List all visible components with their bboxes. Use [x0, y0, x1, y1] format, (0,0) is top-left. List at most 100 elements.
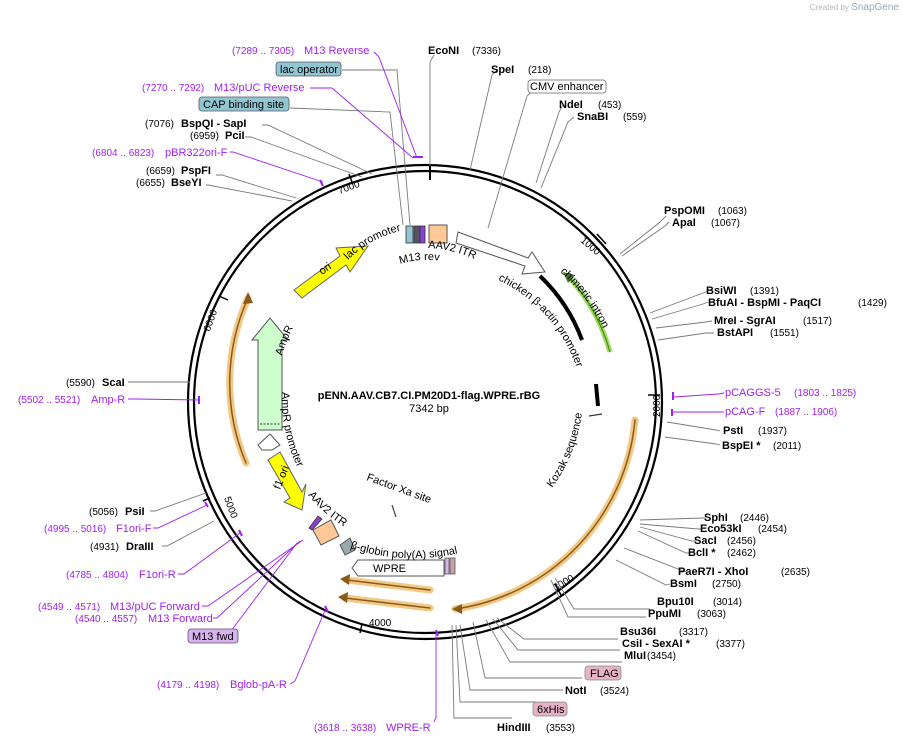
svg-text:pCAGGS-5: pCAGGS-5 [725, 387, 781, 399]
cmv-enhancer-label: CMV enhancer [530, 81, 604, 93]
site-snabi: SnaBI(559) [577, 111, 646, 123]
primer-bands [226, 294, 639, 613]
cap-binding-site-box [198, 96, 290, 112]
svg-text:(4179 .. 4198): (4179 .. 4198) [157, 680, 219, 691]
lac-promoter-label: lac promoter [342, 222, 402, 262]
svg-text:PaeR7I - XhoI: PaeR7I - XhoI [678, 566, 748, 578]
wpre-feature[interactable] [351, 559, 445, 577]
svg-text:(5590): (5590) [66, 378, 95, 389]
primer-m13puc-reverse: (7270 .. 7292)M13/pUC Reverse [142, 82, 304, 94]
svg-text:Bpu10I: Bpu10I [657, 596, 694, 608]
svg-text:PspFI: PspFI [181, 165, 211, 177]
site-pspomi: PspOMI(1063) [664, 205, 747, 217]
site-scai: (5590) ScaI [66, 377, 125, 389]
svg-text:M13/pUC Forward: M13/pUC Forward [110, 601, 200, 613]
cap-binding-site-label: CAP binding site [203, 99, 284, 111]
svg-text:DraIII: DraIII [126, 541, 154, 553]
factor-xa-label: Factor Xa site [365, 472, 433, 506]
site-noti: NotI(3524) [565, 685, 629, 697]
svg-text:MluI: MluI [624, 650, 646, 662]
site-mlui: MluI(3454) [624, 650, 676, 662]
svg-text:(7336): (7336) [472, 46, 501, 57]
svg-text:(1429): (1429) [858, 298, 887, 309]
svg-text:(1391): (1391) [750, 286, 779, 297]
svg-text:(2635): (2635) [781, 567, 810, 578]
site-bsu36i: Bsu36I(3317) [620, 626, 708, 638]
svg-text:(6655): (6655) [136, 178, 165, 189]
site-psti: PstI(1937) [723, 425, 787, 437]
flag-label: FLAG [590, 668, 619, 680]
ampr-feature[interactable] [250, 317, 290, 431]
primer-pcagf: pCAG-F(1887 .. 1906) [725, 406, 837, 418]
svg-text:BclI *: BclI * [688, 547, 716, 559]
svg-text:(2454): (2454) [758, 524, 787, 535]
6xhis-box [532, 701, 568, 717]
svg-text:(2462): (2462) [727, 548, 756, 559]
svg-text:NotI: NotI [565, 685, 586, 697]
cba-promoter-feature[interactable] [455, 231, 546, 275]
svg-text:(6959): (6959) [190, 131, 219, 142]
primer-m13-forward: (4540 .. 4557)M13 Forward [75, 613, 213, 625]
site-draiii: (4931) DraIII [90, 541, 154, 553]
primer-f1ori-f: (4995 .. 5016)F1ori-F [44, 523, 152, 535]
svg-text:ScaI: ScaI [102, 377, 125, 389]
kozak-label: Kozak sequence [545, 412, 585, 490]
site-bpu10i: Bpu10I (3014) [657, 596, 742, 608]
backbone-outer-ring [186, 163, 664, 641]
primer-pcaggs5: pCAGGS-5(1803 .. 1825) [725, 387, 856, 399]
svg-text:(7076): (7076) [145, 119, 174, 130]
svg-text:(3618 .. 3638): (3618 .. 3638) [314, 723, 376, 734]
ori-feature[interactable] [293, 245, 369, 299]
svg-text:EcoNI: EcoNI [428, 45, 459, 57]
svg-text:PstI: PstI [723, 425, 743, 437]
ampr-promoter-feature[interactable] [257, 433, 281, 451]
svg-text:(1063): (1063) [718, 206, 747, 217]
svg-text:(3014): (3014) [713, 597, 742, 608]
primer-pbr322ori-f: (6804 .. 6823)pBR322ori-F [92, 147, 228, 159]
svg-text:(2446): (2446) [740, 513, 769, 524]
credit-prefix: Created by [809, 3, 849, 12]
svg-text:(1517): (1517) [803, 316, 832, 327]
site-hindiii: HindIII(3553) [497, 722, 575, 734]
site-bcli: BclI * (2462) [688, 547, 756, 559]
svg-text:pBR322ori-F: pBR322ori-F [165, 147, 228, 159]
site-econi: EcoNI (7336) [428, 45, 501, 57]
snapgene-credit: Created by SnapGene [810, 2, 899, 13]
flag-box [584, 665, 622, 681]
site-paer7i: PaeR7I - XhoI (2635) [678, 566, 810, 578]
site-bstapi: BstAPI(1551) [717, 327, 799, 339]
svg-text:BspEI *: BspEI * [722, 440, 761, 452]
svg-text:MreI - SgrAI: MreI - SgrAI [714, 315, 776, 327]
site-saci: SacI(2456) [694, 535, 756, 547]
site-csii: CsiI - SexAI *(3377) [622, 638, 745, 650]
svg-text:(3063): (3063) [697, 609, 726, 620]
svg-text:(4540 .. 4557): (4540 .. 4557) [75, 614, 137, 625]
chimeric-intron-label: chimeric intron [558, 265, 611, 330]
svg-text:SpeI: SpeI [491, 64, 514, 76]
site-bspei: BspEI *(2011) [722, 440, 801, 452]
primer-band-right [451, 416, 639, 613]
svg-text:SphI: SphI [704, 512, 728, 524]
f1-ori-feature[interactable] [267, 451, 307, 511]
site-ppumi: PpuMI (3063) [648, 608, 726, 620]
m13-fwd-box [187, 628, 239, 644]
site-sphi: SphI (2446) [704, 512, 769, 524]
primer-f1ori-r: (4785 .. 4804)F1ori-R [66, 569, 176, 581]
kozak-marker [594, 383, 600, 407]
svg-text:(4549 .. 4571): (4549 .. 4571) [38, 602, 100, 613]
kozak-tick [588, 413, 603, 417]
leader-lines [128, 51, 725, 723]
snapgene-brand: SnapGene [851, 2, 899, 13]
svg-text:PsiI: PsiI [125, 506, 145, 518]
site-spei: SpeI(218) [491, 64, 551, 76]
svg-text:(4931): (4931) [90, 542, 119, 553]
bottom-small-features [308, 504, 456, 575]
svg-text:(4995 .. 5016): (4995 .. 5016) [44, 524, 106, 535]
site-bsmi: BsmI(2750) [670, 578, 741, 590]
lac-operator-box [275, 61, 342, 77]
plasmid-name: pENN.AAV.CB7.CI.PM20D1-flag.WPRE.rBG [318, 390, 540, 402]
site-eco53ki: Eco53kI(2454) [700, 523, 787, 535]
svg-text:PpuMI: PpuMI [648, 608, 681, 620]
svg-text:Amp-R: Amp-R [91, 394, 125, 406]
svg-text:WPRE-R: WPRE-R [386, 722, 431, 734]
